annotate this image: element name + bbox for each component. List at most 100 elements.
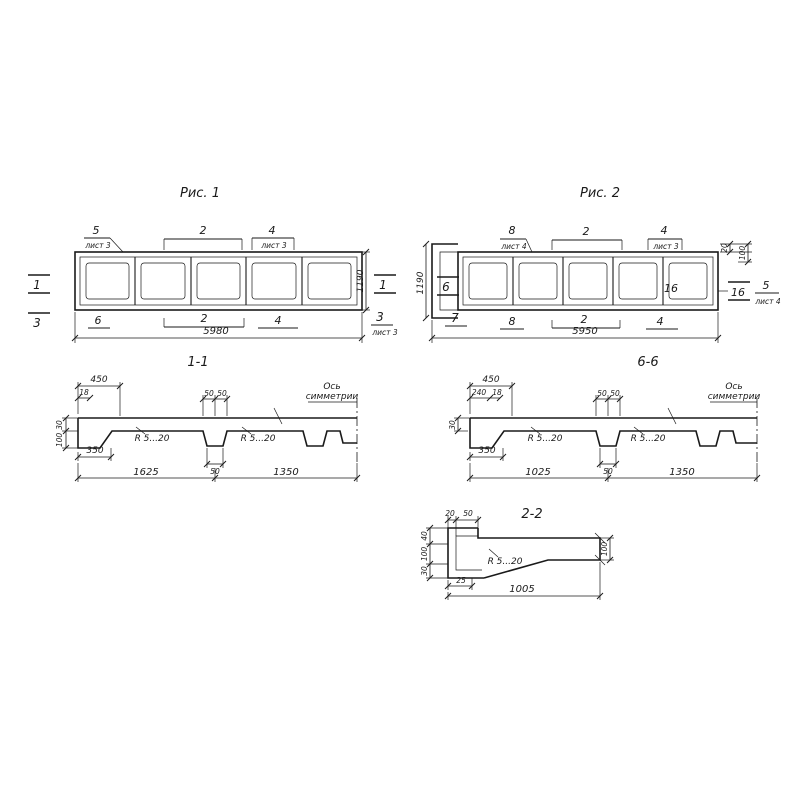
section-1-1-title: 1-1	[187, 355, 208, 370]
svg-text:R 5...20: R 5...20	[488, 557, 523, 567]
svg-text:Ось: Ось	[323, 382, 340, 392]
dim-value: 1190	[416, 271, 426, 294]
fig1-section-marker-right-bottom: 3 лист 3	[371, 310, 398, 337]
dim-value: 450	[90, 375, 107, 385]
fig2-dim-height: 1190	[416, 240, 430, 322]
fig2-cell	[668, 262, 708, 300]
sec22-dims-bottom: 25 1005	[444, 562, 604, 600]
sheet-ref: лист 4	[754, 297, 781, 306]
section-1-1: 1-1 Ось симметрии R 5...20 R 5...20 450 …	[55, 355, 361, 482]
dim-value: 1350	[273, 467, 298, 478]
fig1-cell	[307, 262, 352, 300]
radius-label: R 5...20	[631, 434, 666, 444]
fig2-section-marker-left-bottom: 7	[445, 311, 467, 327]
fig2-callout-top-right: 4 лист 3	[647, 224, 683, 251]
sheet-ref: лист 3	[84, 241, 111, 250]
dim-value: 450	[482, 375, 499, 385]
fig1-callout-bottom: 6 2 4	[88, 312, 298, 329]
marker-number: 3	[33, 316, 41, 330]
sec66-dims-top: 450 240 18 50 50	[466, 375, 624, 416]
callout-number: 2	[581, 313, 588, 326]
radius-label: R 5...20	[135, 434, 170, 444]
sec66-radius-labels: R 5...20 R 5...20	[528, 426, 666, 444]
dim-value: 30	[448, 420, 457, 430]
radius-label: R 5...20	[528, 434, 563, 444]
fig2-end-channel	[431, 243, 458, 319]
callout-number: 4	[661, 224, 668, 237]
fig2-dim-length: 5950	[428, 312, 722, 343]
sec22-dim-right: 100	[600, 534, 614, 564]
fig2-cell	[518, 262, 558, 300]
marker-number: 3	[376, 310, 384, 324]
dim-value: 350	[478, 446, 495, 456]
sheet-ref: лист 3	[260, 241, 287, 250]
dim-value: 240	[472, 388, 487, 397]
figure-1: Рис. 1 5 лист 3 2 4 лист 3	[28, 186, 398, 343]
fig2-dims-right-small: 20 100	[720, 240, 752, 266]
ref-number: 5	[763, 279, 770, 292]
dim-value: 20	[720, 243, 729, 253]
fig1-plan-outline	[74, 251, 363, 311]
fig2-plan-outline	[457, 251, 719, 311]
svg-text:Ось: Ось	[725, 382, 742, 392]
dim-value: 50	[217, 389, 227, 398]
dim-value: 1625	[133, 467, 158, 478]
sec22-dims-left: 40 100 30	[420, 524, 448, 582]
fig1-section-marker-right-top: 1	[374, 274, 396, 294]
radius-label: R 5...20	[241, 434, 276, 444]
dim-value: 50	[597, 389, 607, 398]
callout-number: 2	[201, 312, 208, 325]
figure-2-title: Рис. 2	[580, 186, 620, 201]
fig2-cell	[618, 262, 658, 300]
fig2-cell	[468, 262, 508, 300]
fig2-callout-bottom: 8 2 4	[500, 313, 678, 330]
section-6-6-title: 6-6	[637, 355, 658, 370]
dim-value: 18	[492, 388, 502, 397]
figure-1-title: Рис. 1	[180, 186, 220, 201]
sec66-dims-bottom: 350 50 1025 1350	[466, 446, 761, 482]
sheet-ref: лист 3	[371, 328, 398, 337]
fig1-cell	[140, 262, 186, 300]
sheet-ref: лист 4	[500, 242, 527, 251]
dim-value: 25	[456, 576, 466, 585]
fig2-section-marker-right: 16	[718, 281, 750, 301]
svg-text:симметрии: симметрии	[708, 392, 761, 402]
dim-value: 40	[420, 531, 429, 541]
sheet-ref: лист 3	[652, 242, 679, 251]
callout-number: 6	[95, 314, 102, 327]
dim-value: 50	[463, 509, 473, 518]
fig1-cell	[85, 262, 130, 300]
dim-value: 50	[204, 389, 214, 398]
fig1-callout-top-mid: 2	[163, 224, 243, 250]
dim-value: 1025	[525, 467, 550, 478]
fig1-cell	[196, 262, 241, 300]
sec22-profile	[447, 527, 601, 579]
callout-number: 8	[509, 224, 516, 237]
dim-value: 1190	[356, 269, 366, 292]
dim-value: 100	[420, 547, 429, 562]
marker-number: 1	[33, 278, 41, 292]
marker-number: 16	[731, 286, 745, 299]
fig2-section-marker-left-top: 6	[437, 276, 459, 296]
fig1-callout-top-right: 4 лист 3	[251, 224, 295, 250]
dim-value: 5980	[203, 326, 228, 337]
sec11-axis-label: Ось симметрии	[306, 382, 358, 403]
dim-value: 30	[420, 566, 429, 576]
dim-value: 100	[600, 542, 609, 557]
dim-value: 20	[445, 509, 455, 518]
fig1-dim-length: 5980	[71, 312, 366, 343]
fig1-plan-inner-frame	[79, 256, 358, 306]
fig2-callout-top-mid: 2	[551, 225, 623, 250]
fig1-section-marker-left-bottom: 3	[28, 312, 50, 330]
fig2-inner-position: 16	[664, 282, 678, 295]
dim-value: 100	[738, 246, 747, 261]
sec66-profile	[469, 417, 757, 449]
sec22-radius-label: R 5...20	[488, 548, 523, 567]
fig2-cell	[568, 262, 608, 300]
dim-value: 100	[55, 433, 64, 448]
section-2-2-title: 2-2	[521, 507, 542, 522]
callout-number: 4	[657, 315, 664, 328]
callout-number: 4	[269, 224, 276, 237]
sec11-profile	[77, 417, 357, 449]
